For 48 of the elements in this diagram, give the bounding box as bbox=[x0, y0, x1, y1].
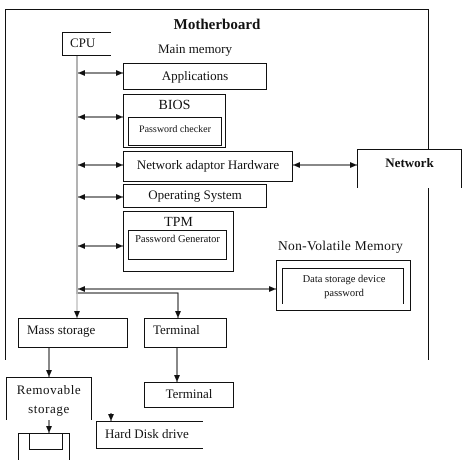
arrow bbox=[174, 348, 180, 382]
box-label: Terminal bbox=[153, 323, 200, 338]
drive-drawing bbox=[18, 433, 70, 460]
box-label: Operating System bbox=[147, 188, 243, 203]
box-label: Mass storage bbox=[27, 323, 96, 338]
process-box bbox=[62, 32, 111, 56]
process-box bbox=[123, 151, 293, 182]
arrow bbox=[78, 194, 124, 200]
box-label: Network adaptor Hardware bbox=[136, 158, 280, 173]
arrow bbox=[78, 70, 124, 76]
arrow bbox=[78, 243, 124, 249]
arrow bbox=[46, 420, 52, 434]
box-label: Network bbox=[384, 156, 435, 171]
bus-line bbox=[76, 56, 78, 294]
process-box bbox=[357, 149, 462, 188]
arrow bbox=[108, 412, 114, 422]
arrow bbox=[292, 162, 358, 168]
process-box bbox=[18, 318, 128, 348]
box-label: CPU bbox=[70, 36, 96, 51]
container-box bbox=[123, 94, 226, 148]
box-heading: TPM bbox=[163, 215, 194, 232]
arrow bbox=[46, 348, 52, 378]
box-label: Terminal bbox=[164, 387, 214, 402]
process-box bbox=[128, 230, 227, 260]
process-box bbox=[96, 421, 203, 449]
process-box bbox=[123, 184, 267, 208]
arrow bbox=[78, 286, 276, 292]
process-box bbox=[6, 377, 92, 420]
box-label: Data storage device password bbox=[302, 273, 386, 301]
box-label: Password Generator bbox=[134, 234, 221, 246]
group-title: Motherboard bbox=[172, 17, 262, 34]
box-label: Hard Disk drive bbox=[105, 427, 189, 442]
process-box bbox=[282, 268, 404, 304]
box-label: Removable storage bbox=[16, 381, 82, 418]
section-label: Main memory bbox=[158, 42, 232, 57]
process-box bbox=[123, 63, 267, 90]
box-heading: BIOS bbox=[158, 98, 192, 114]
arrow bbox=[78, 162, 124, 168]
box-label: Applications bbox=[160, 69, 230, 84]
box-label: Password checker bbox=[138, 124, 212, 136]
arrow bbox=[74, 294, 80, 318]
arrow bbox=[78, 114, 124, 120]
process-box bbox=[128, 117, 222, 146]
box-heading: Non-Volatile Memory bbox=[278, 238, 404, 254]
process-box bbox=[144, 318, 227, 348]
container-box bbox=[123, 211, 234, 272]
process-box bbox=[144, 382, 234, 408]
arrow bbox=[78, 292, 181, 318]
